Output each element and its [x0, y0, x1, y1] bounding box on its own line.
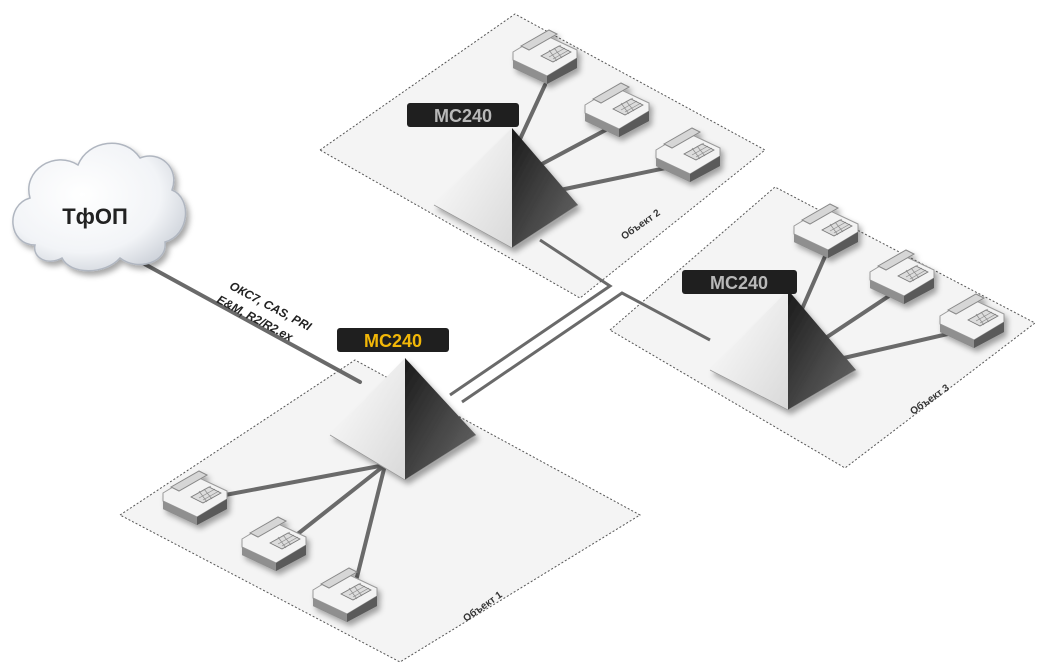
pstn-cloud-icon: [12, 142, 187, 272]
device-label-object-3: МС240: [710, 273, 768, 293]
trunk-line-outer: [449, 238, 613, 397]
pyramid-node-object-1-icon: [329, 358, 477, 481]
device-label-box-object-2: [407, 103, 519, 127]
phone-link: [813, 288, 900, 347]
phone-link: [833, 328, 967, 362]
object-3-area: [609, 186, 1036, 469]
phone-link: [223, 463, 387, 497]
trunk-line-inner: [461, 291, 711, 404]
device-label-box-object-3: [682, 270, 797, 294]
phone-link: [353, 463, 387, 587]
phone-link: [288, 463, 387, 542]
pstn-cloud-label: ТфОП: [62, 204, 128, 229]
device-label-box-object-1: [337, 328, 449, 352]
pyramid-node-object-3-icon: [709, 290, 857, 411]
object-1-area: [119, 359, 641, 663]
object-2-area: [319, 13, 766, 299]
device-label-object-1: МС240: [364, 331, 422, 351]
phone-link: [538, 123, 617, 167]
device-label-object-2: МС240: [434, 106, 492, 126]
phone-link: [558, 163, 682, 192]
pstn-link-line: [126, 253, 362, 384]
pyramid-node-object-2-icon: [433, 128, 579, 249]
